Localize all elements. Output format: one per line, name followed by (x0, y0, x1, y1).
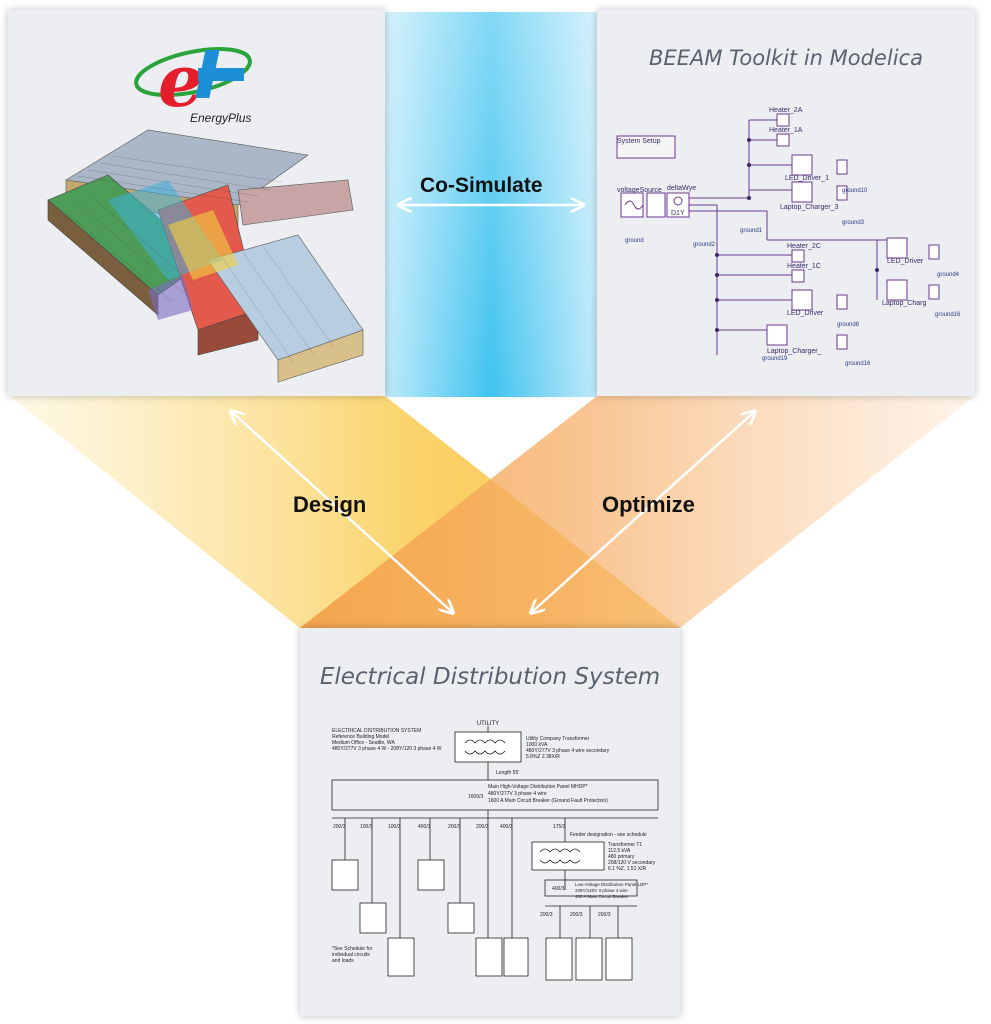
label-ground3: ground3 (842, 220, 865, 226)
ldp-line: 400 A Main Circuit Breaker (575, 894, 629, 899)
breaker-label: 100/3 (360, 824, 373, 830)
optimize-arrow (532, 412, 754, 612)
breaker-label: 175/3 (553, 824, 566, 830)
eds-header-line: ELECTRICAL DISTRIBUTION SYSTEM (332, 728, 421, 734)
eds-header-line: Medium Office - Seattle, WA (332, 740, 395, 746)
beeam-panel: BEEAM Toolkit in Modelica (597, 10, 975, 396)
mhdp-line: Main High-Voltage Distribution Panel MHD… (488, 784, 588, 790)
label-ground19: ground19 (762, 356, 788, 362)
breaker-label: 200/3 (448, 824, 461, 830)
breaker-label: 400/3 (500, 824, 513, 830)
label-heater-1c: Heater_1C (787, 263, 821, 270)
label-ground4: ground4 (937, 272, 960, 278)
feeder-note: Feeder designation - see schedule (570, 832, 647, 838)
building-model (47, 129, 364, 383)
label-ground16-bottom: ground16 (845, 361, 871, 367)
length-label: Length 55' (496, 770, 519, 776)
breaker-label: 400/3 (418, 824, 431, 830)
eds-panel: Electrical Distribution System ELECTRICA… (300, 628, 680, 1016)
breaker-label: 200/3 (476, 824, 489, 830)
energyplus-panel: e EnergyPlus (8, 10, 385, 396)
label-heater-1a: Heater_1A (769, 127, 803, 134)
eds-header-line: 480Y/277V 3 phase 4 W - 208Y/120 3 phase… (332, 746, 442, 752)
label-heater-2a: Heater_2A (769, 107, 803, 114)
t1-line: 6.1 %Z, 1.51 X/R (608, 866, 646, 872)
one-line-diagram: ELECTRICAL DISTRIBUTION SYSTEMReference … (331, 721, 659, 981)
utility-transformer-line: 5.8%Z 2.38X/R (526, 754, 560, 760)
utility-transformer-line: Utility Company Transformer (526, 736, 590, 742)
label-laptop-charger-3: Laptop_Charger_3 (780, 204, 838, 211)
t1-line: 480 primary (608, 854, 635, 860)
utility-transformer-line: 1000 kVA (526, 742, 548, 748)
label-dy: D1Y (671, 210, 685, 217)
mhdp-line: 1600 A Main Circuit Breaker (Ground Faul… (488, 798, 608, 804)
schedule-note: *See Schedule for (332, 946, 373, 952)
design-label: Design (293, 492, 367, 517)
ldp-breaker-label: 200/3 (598, 912, 611, 918)
design-arrow (232, 412, 452, 612)
breaker-label: 200/3 (333, 824, 346, 830)
ldp-line: 208Y/120V 3 phase 4 wire (575, 888, 628, 893)
energyplus-logo: e EnergyPlus (134, 38, 252, 125)
label-led-driver-1: LED_Driver_1 (785, 175, 829, 182)
label-delta-wye: deltaWye (667, 185, 696, 192)
label-laptop-charger-mid: Laptop_Charger_ (767, 348, 822, 355)
eds-header-line: Reference Building Model (332, 734, 389, 740)
logo-e: e (158, 38, 204, 123)
label-laptop-charger-right: Laptop_Charg (882, 300, 926, 307)
ldp-main-label: 400/3 (552, 886, 565, 892)
ldp-line: Low-Voltage Distribution Panel LDP* (575, 882, 648, 887)
main-breaker-label: 1600/3 (468, 794, 484, 800)
utility-transformer-line: 480Y/277V 3 phase 4 wire secondary (526, 748, 610, 754)
label-system-setup: System Setup (617, 138, 661, 145)
optimize-label: Optimize (602, 492, 695, 517)
eds-title: Electrical Distribution System (319, 664, 661, 690)
modelica-schematic: System Setup voltageSource deltaWye D1Y … (616, 107, 961, 367)
t1-line: 112.5 kVA (608, 848, 631, 854)
label-ground: ground (625, 238, 644, 244)
label-heater-2c: Heater_2C (787, 243, 821, 250)
mhdp-line: 480Y/277V 3 phase 4 wire (488, 791, 547, 797)
label-ground10: ground10 (842, 188, 868, 194)
label-voltage-source: voltageSource (617, 187, 662, 194)
beeam-title: BEEAM Toolkit in Modelica (649, 46, 923, 70)
label-led-driver-right: LED_Driver (887, 258, 924, 265)
utility-label: UTILITY (477, 721, 499, 727)
schedule-note: and loads (332, 958, 354, 964)
label-led-driver-mid: LED_Driver (787, 310, 824, 317)
logo-text: EnergyPlus (190, 111, 251, 125)
ldp-breaker-label: 200/3 (570, 912, 583, 918)
cosimulate-label: Co-Simulate (420, 174, 543, 197)
label-ground16-right: ground16 (935, 312, 961, 318)
schedule-note: individual circuits (332, 952, 370, 958)
label-ground1: ground1 (740, 228, 763, 234)
t1-line: Transformer T1 (608, 842, 642, 848)
energyplus-logo-and-model: e EnergyPlus (47, 38, 364, 383)
ldp-breaker-label: 200/3 (540, 912, 553, 918)
t1-line: 208/120 V secondary (608, 860, 656, 866)
breaker-label: 100/3 (388, 824, 401, 830)
label-ground8: ground8 (837, 322, 860, 328)
label-ground2: ground2 (693, 242, 716, 248)
